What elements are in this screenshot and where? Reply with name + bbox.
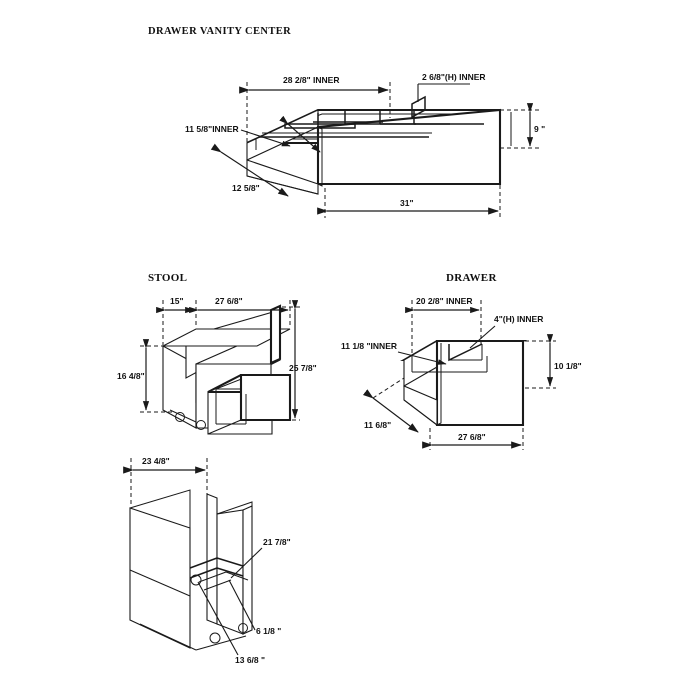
ext-drawer-depth-upper	[372, 377, 405, 399]
page-title: DRAWER VANITY CENTER	[148, 26, 291, 37]
frame-caster-front	[209, 632, 221, 644]
stool-figure: STOOL	[117, 272, 317, 435]
dim-label-caster-height: 6 1/8 "	[256, 626, 281, 636]
dim-label-stool-seat-width: 27 6/8"	[215, 296, 243, 306]
dim-label-frame-height: 21 7/8"	[263, 537, 291, 547]
leader-frame-width	[197, 581, 239, 656]
frame-inner-rail-c	[203, 579, 232, 591]
frame-caster-back	[238, 623, 248, 633]
dim-label-drawer-outer-width: 27 6/8"	[458, 432, 486, 442]
frame-inner-rail-a	[198, 571, 227, 583]
dim-line-drawer-outer-depth	[362, 389, 419, 433]
frame-left-seat-line	[129, 569, 191, 597]
dim-label-divider-height: 2 6/8"(H) INNER	[422, 72, 486, 82]
drawer-bottom-left-skirt	[403, 385, 438, 427]
stool-caster-right	[196, 420, 206, 430]
stool-drawer-front-panel	[239, 373, 292, 422]
stool-back-upright	[269, 304, 282, 365]
frame-hardware-fitting	[190, 574, 202, 586]
drawer-heading: DRAWER	[446, 272, 497, 284]
drawer-front-lip	[436, 343, 442, 426]
stool-drawer-bottom-edge	[207, 419, 242, 435]
frame-left-panel-top	[129, 489, 191, 528]
dim-label-vanity-height: 9 "	[534, 124, 545, 134]
dim-label-frame-depth: 23 4/8"	[142, 456, 170, 466]
leader-caster-height	[228, 579, 256, 631]
dim-label-stool-overall-height: 25 7/8"	[289, 363, 317, 373]
dim-label-drawer-inner-height: 4"(H) INNER	[494, 314, 543, 324]
dim-label-drawer-outer-height: 10 1/8"	[554, 361, 582, 371]
frame-seat-rail-left-lower	[189, 567, 218, 579]
leader-drawer-inner-height	[469, 325, 496, 349]
dim-label-inner-depth: 11 5/8"INNER	[185, 124, 239, 134]
dim-label-stool-seat-height: 16 4/8"	[117, 371, 145, 381]
dim-line-outer-depth	[210, 143, 289, 197]
dim-label-outer-depth: 12 5/8"	[232, 183, 260, 193]
frame-left-panel	[129, 507, 191, 649]
tray-divider-callout-block	[411, 95, 426, 119]
frame-base-rail-left	[139, 623, 197, 651]
stool-heading: STOOL	[148, 272, 187, 284]
leader-drawer-inner-depth	[397, 351, 447, 365]
frame-seat-rail-right	[216, 557, 244, 567]
frame-base-rail-right	[195, 635, 247, 651]
dim-label-stool-seat-depth: 15"	[170, 296, 184, 306]
dim-label-frame-width: 13 6/8 "	[235, 655, 265, 665]
tray-front-wall	[316, 108, 502, 186]
dim-label-drawer-inner-depth: 11 1/8 "INNER	[341, 341, 397, 351]
dim-line-interior-diagonal	[279, 115, 321, 153]
frame-right-panel-edge	[242, 505, 253, 635]
drawer-front-face	[435, 339, 525, 427]
stool-seat-top	[162, 328, 291, 347]
leader-frame-height	[230, 547, 263, 579]
frame-right-panel-top	[216, 501, 253, 515]
dim-label-overall-width: 31"	[400, 198, 414, 208]
frame-inner-rail-b	[225, 571, 249, 581]
dim-label-inner-width: 28 2/8" INNER	[283, 75, 339, 85]
dim-label-drawer-outer-depth: 11 6/8"	[364, 420, 391, 430]
drawer-figure: DRAWER 20 2/8" INNER	[341, 272, 582, 450]
frame-seat-rail-left	[189, 557, 218, 569]
stool-base-rail	[169, 409, 197, 423]
drawer-left-side	[403, 340, 438, 387]
dim-label-drawer-inner-width: 20 2/8" INNER	[416, 296, 472, 306]
vanity-center-figure: 9 " 28 2/8" INNER 2 6/8"(H) INNER 11 5/8…	[185, 72, 545, 218]
stool-frame-figure: 23 4/8" 21 7/8" 6 1/8 " 13 6/8 "	[123, 456, 291, 665]
frame-seat-rail-right-lower	[216, 567, 244, 577]
